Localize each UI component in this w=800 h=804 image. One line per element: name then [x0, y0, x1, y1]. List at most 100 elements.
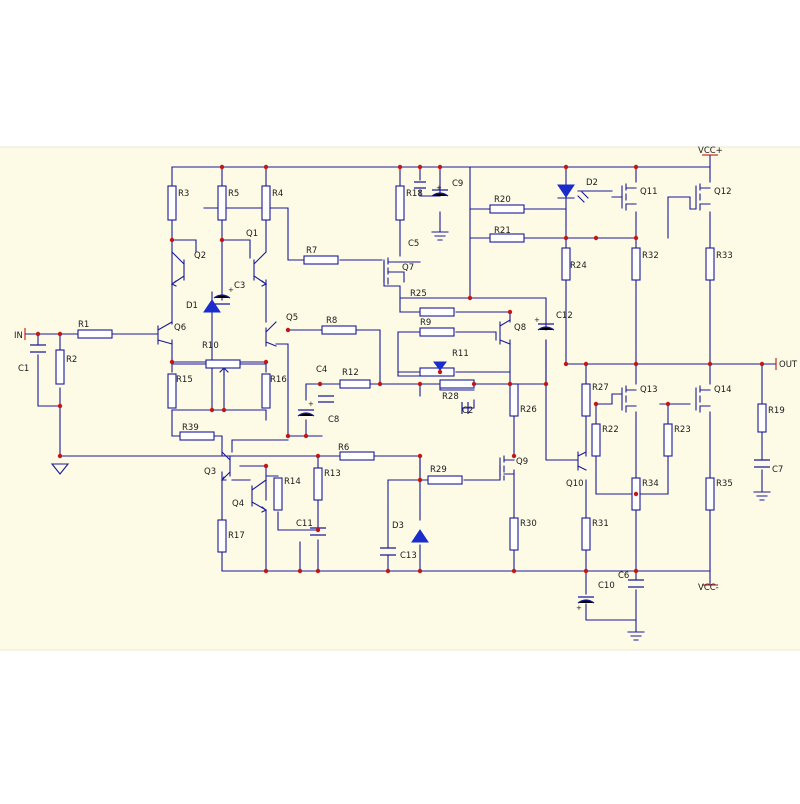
capacitor-c7: [754, 459, 770, 468]
label-q2: Q2: [194, 251, 206, 261]
label-r5: R5: [228, 189, 239, 199]
label-q1: Q1: [246, 229, 258, 239]
transistor-q7: [383, 257, 405, 285]
capacitors: [30, 181, 770, 604]
capacitor-c4: [297, 409, 315, 417]
label-q10: Q10: [566, 479, 584, 489]
resistor-r13: [313, 467, 323, 501]
ground-symbol-c6: [627, 631, 645, 641]
resistor-r10: [205, 359, 241, 369]
resistor-r20: [489, 204, 525, 214]
label-d3: D3: [392, 521, 404, 531]
label-d1: D1: [186, 301, 198, 311]
label-c8: C8: [328, 415, 339, 425]
capacitor-c2: [461, 402, 469, 414]
label-r13: R13: [324, 469, 341, 479]
label-c11: C11: [296, 519, 313, 529]
resistor-r16: [261, 373, 271, 409]
label-r17: R17: [228, 531, 245, 541]
transistor-q13: [621, 385, 637, 413]
resistor-r17: [217, 519, 227, 553]
resistor-r28: [439, 379, 475, 389]
transistor-q5: [265, 321, 277, 347]
resistor-r7: [303, 255, 339, 265]
label-r23: R23: [674, 425, 691, 435]
transistor-q1: [253, 251, 268, 287]
resistor-r5: [217, 185, 227, 221]
resistor-r32: [631, 247, 641, 281]
label-q7: Q7: [402, 263, 414, 273]
label-r24: R24: [570, 261, 587, 271]
diode-d3: [411, 529, 429, 543]
capacitor-c8: [318, 395, 334, 403]
resistor-r12: [339, 379, 371, 389]
label-q13: Q13: [640, 385, 658, 395]
transistor-q12: [695, 183, 711, 211]
resistor-r2: [55, 349, 65, 385]
capacitor-c6: [628, 579, 644, 588]
diodes: [203, 184, 589, 543]
transistor-q10: [577, 451, 587, 471]
ground-symbol-c7: [753, 491, 771, 501]
port-label-vcc-neg: VCC-: [698, 583, 719, 593]
capacitor-c3: [213, 294, 231, 305]
label-r12: R12: [342, 368, 359, 378]
resistor-r31: [581, 517, 591, 551]
transistor-q3: [220, 451, 231, 481]
resistor-r4: [261, 185, 271, 221]
resistor-r9: [419, 327, 455, 337]
diode-d1: [203, 299, 221, 313]
label-r34: R34: [642, 479, 659, 489]
resistor-r30: [509, 517, 519, 551]
ground-symbol-c9: [431, 231, 449, 241]
resistor-r39: [179, 431, 215, 441]
label-r26: R26: [520, 405, 537, 415]
resistor-r24: [561, 247, 571, 281]
resistor-r18: [395, 185, 405, 221]
label-r30: R30: [520, 519, 537, 529]
label-c3: C3: [234, 281, 245, 291]
capacitor-c10: [577, 596, 595, 604]
label-q12: Q12: [714, 187, 732, 197]
label-r35: R35: [716, 479, 733, 489]
label-q3: Q3: [204, 467, 216, 477]
label-r6: R6: [338, 443, 349, 453]
label-r4: R4: [272, 189, 283, 199]
label-r1: R1: [78, 320, 89, 330]
transistor-q11: [621, 183, 637, 211]
resistor-r1: [77, 329, 113, 339]
label-r31: R31: [592, 519, 609, 529]
ground-symbol-input: [50, 463, 70, 475]
resistor-r19: [757, 403, 767, 433]
label-c9: C9: [452, 179, 463, 189]
resistor-r33: [705, 247, 715, 281]
label-r28: R28: [442, 392, 459, 402]
diode-d2: [557, 184, 575, 198]
label-r9: R9: [420, 318, 431, 328]
resistor-r21: [489, 233, 525, 243]
label-c6: C6: [618, 571, 629, 581]
label-c1: C1: [18, 364, 29, 374]
label-r16: R16: [270, 375, 287, 385]
label-r8: R8: [326, 316, 337, 326]
label-r18: R18: [406, 189, 423, 199]
label-q9: Q9: [516, 457, 528, 467]
capacitor-c13: [380, 547, 396, 556]
label-r21: R21: [494, 226, 511, 236]
label-r14: R14: [284, 477, 301, 487]
label-d2: D2: [586, 178, 598, 188]
label-r15: R15: [176, 375, 193, 385]
label-c7: C7: [772, 465, 783, 475]
label-c12: C12: [556, 311, 573, 321]
resistor-r25: [419, 307, 455, 317]
pot-wiper-r11: [433, 361, 447, 371]
label-q5: Q5: [286, 313, 298, 323]
resistor-r8: [321, 325, 357, 335]
resistor-r35: [705, 477, 715, 511]
resistor-r15: [167, 373, 177, 409]
resistor-r6: [339, 451, 375, 461]
transistor-q9: [499, 455, 515, 481]
resistor-r23: [663, 423, 673, 457]
